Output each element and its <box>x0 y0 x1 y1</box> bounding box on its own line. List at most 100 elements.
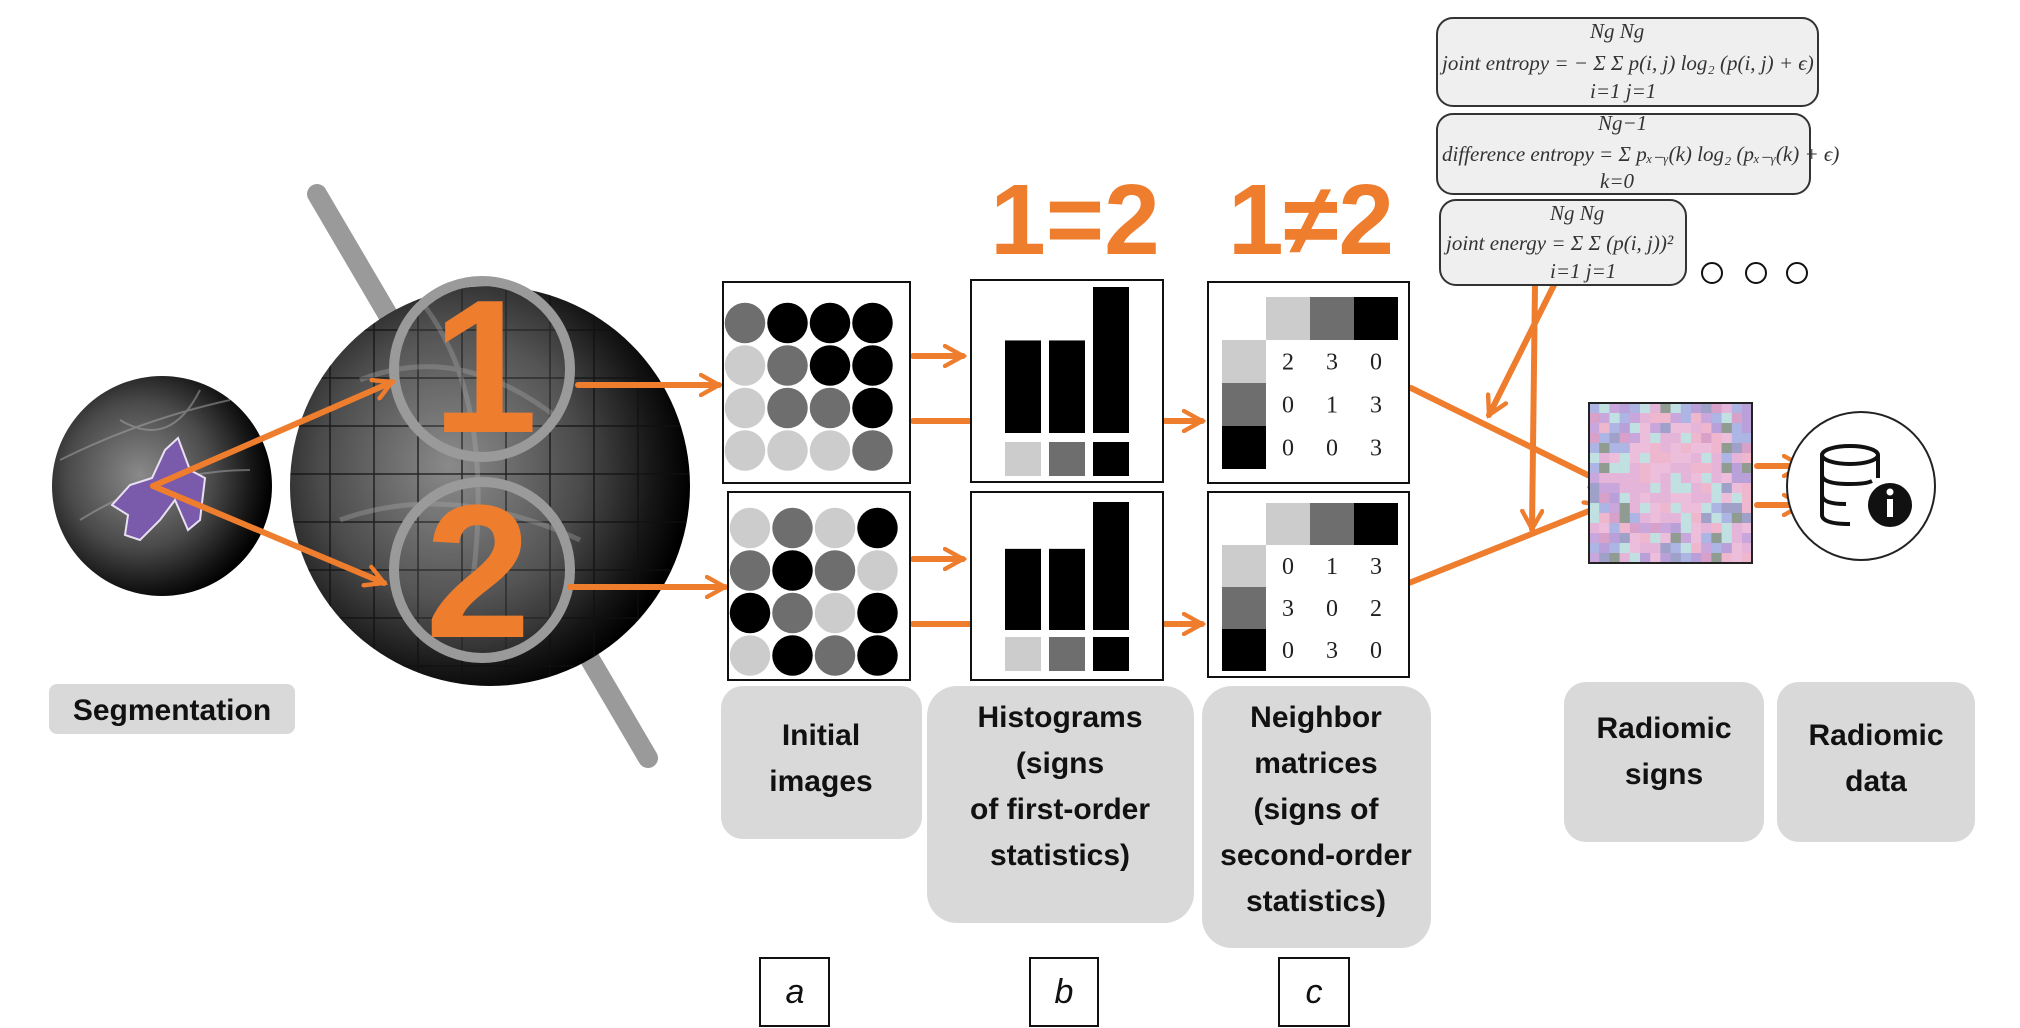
texture-pixel <box>1691 443 1702 454</box>
texture-pixel <box>1619 473 1630 484</box>
matrix-cell: 1 <box>1326 554 1338 580</box>
magnifier-region-2 <box>389 477 575 663</box>
texture-pixel <box>1660 553 1671 564</box>
histogram-key-swatch <box>1093 637 1129 671</box>
matrix-cell: 0 <box>1326 436 1338 462</box>
texture-pixel <box>1701 503 1712 514</box>
texture-pixel <box>1629 463 1641 474</box>
texture-pixel <box>1670 483 1681 494</box>
texture-pixel <box>1629 513 1641 524</box>
texture-pixel <box>1609 553 1620 564</box>
texture-pixel <box>1609 483 1620 494</box>
texture-pixel <box>1691 543 1702 554</box>
texture-pixel <box>1701 423 1712 434</box>
pixel-circle <box>729 592 771 634</box>
texture-pixel <box>1629 543 1641 554</box>
svg-text:c: c <box>1306 973 1323 1011</box>
texture-pixel <box>1680 553 1692 564</box>
texture-pixel <box>1742 513 1753 524</box>
texture-pixel <box>1640 523 1651 534</box>
texture-pixel <box>1721 423 1732 434</box>
texture-pixel <box>1670 523 1681 534</box>
texture-pixel <box>1731 493 1743 504</box>
texture-pixel <box>1619 543 1630 554</box>
texture-pixel <box>1701 463 1712 474</box>
texture-pixel <box>1589 483 1600 494</box>
texture-pixel <box>1721 503 1732 514</box>
texture-pixel <box>1599 513 1610 524</box>
histogram-1 <box>970 279 1164 483</box>
texture-pixel <box>1619 463 1630 474</box>
texture-pixel <box>1701 473 1712 484</box>
pixel-circle <box>809 302 851 344</box>
initial-image-1 <box>722 281 911 484</box>
texture-pixel <box>1619 483 1630 494</box>
texture-pixel <box>1660 473 1671 484</box>
first-order-comparison: 1=2 <box>990 164 1160 276</box>
texture-pixel <box>1721 413 1732 424</box>
texture-pixel <box>1721 463 1732 474</box>
pixel-circle <box>767 387 808 429</box>
texture-pixel <box>1660 443 1671 454</box>
pixel-circle <box>852 430 893 471</box>
texture-pixel <box>1650 433 1661 444</box>
texture-pixel <box>1670 413 1681 424</box>
matrix-header-swatch <box>1310 297 1354 340</box>
texture-pixel <box>1599 443 1610 454</box>
database-info-icon <box>1786 411 1936 561</box>
texture-pixel <box>1691 473 1702 484</box>
texture-pixel <box>1701 403 1712 414</box>
magnifier-region-1 <box>389 276 575 462</box>
matrix-header-swatch <box>1354 503 1398 545</box>
svg-text:i=1 j=1: i=1 j=1 <box>1590 79 1656 103</box>
texture-pixel <box>1731 473 1743 484</box>
texture-pixel <box>1691 413 1702 424</box>
pixel-circle <box>857 592 898 634</box>
texture-pixel <box>1731 453 1743 464</box>
texture-pixel <box>1680 423 1692 434</box>
texture-pixel <box>1680 533 1692 544</box>
texture-pixel <box>1619 443 1630 454</box>
texture-pixel <box>1609 443 1620 454</box>
pixel-circle <box>809 430 851 471</box>
texture-pixel <box>1609 543 1620 554</box>
texture-pixel <box>1711 433 1722 444</box>
texture-pixel <box>1619 433 1630 444</box>
texture-pixel <box>1721 493 1732 504</box>
matrix-cell: 3 <box>1370 393 1382 419</box>
svg-text:Ng−1: Ng−1 <box>1597 111 1647 135</box>
histogram-bar <box>1005 340 1041 433</box>
matrix-header-swatch <box>1266 297 1310 340</box>
texture-pixel <box>1609 403 1620 414</box>
texture-pixel <box>1670 403 1681 414</box>
texture-pixel <box>1670 553 1681 564</box>
pixel-circle <box>724 430 766 471</box>
histogram-key-swatch <box>1005 442 1041 476</box>
texture-pixel <box>1650 453 1661 464</box>
texture-pixel <box>1680 473 1692 484</box>
texture-pixel <box>1711 543 1722 554</box>
texture-pixel <box>1691 553 1702 564</box>
svg-text:a: a <box>786 973 805 1011</box>
texture-pixel <box>1691 493 1702 504</box>
texture-pixel <box>1619 523 1630 534</box>
texture-pixel <box>1742 413 1753 424</box>
texture-pixel <box>1629 523 1641 534</box>
texture-pixel <box>1711 483 1722 494</box>
texture-pixel <box>1670 463 1681 474</box>
texture-pixel <box>1660 513 1671 524</box>
texture-pixel <box>1660 503 1671 514</box>
texture-pixel <box>1619 533 1630 544</box>
texture-pixel <box>1599 473 1610 484</box>
texture-pixel <box>1650 543 1661 554</box>
texture-pixel <box>1660 493 1671 504</box>
texture-pixel <box>1721 533 1732 544</box>
texture-pixel <box>1609 413 1620 424</box>
pixel-circle <box>729 550 771 591</box>
texture-pixel <box>1650 423 1661 434</box>
